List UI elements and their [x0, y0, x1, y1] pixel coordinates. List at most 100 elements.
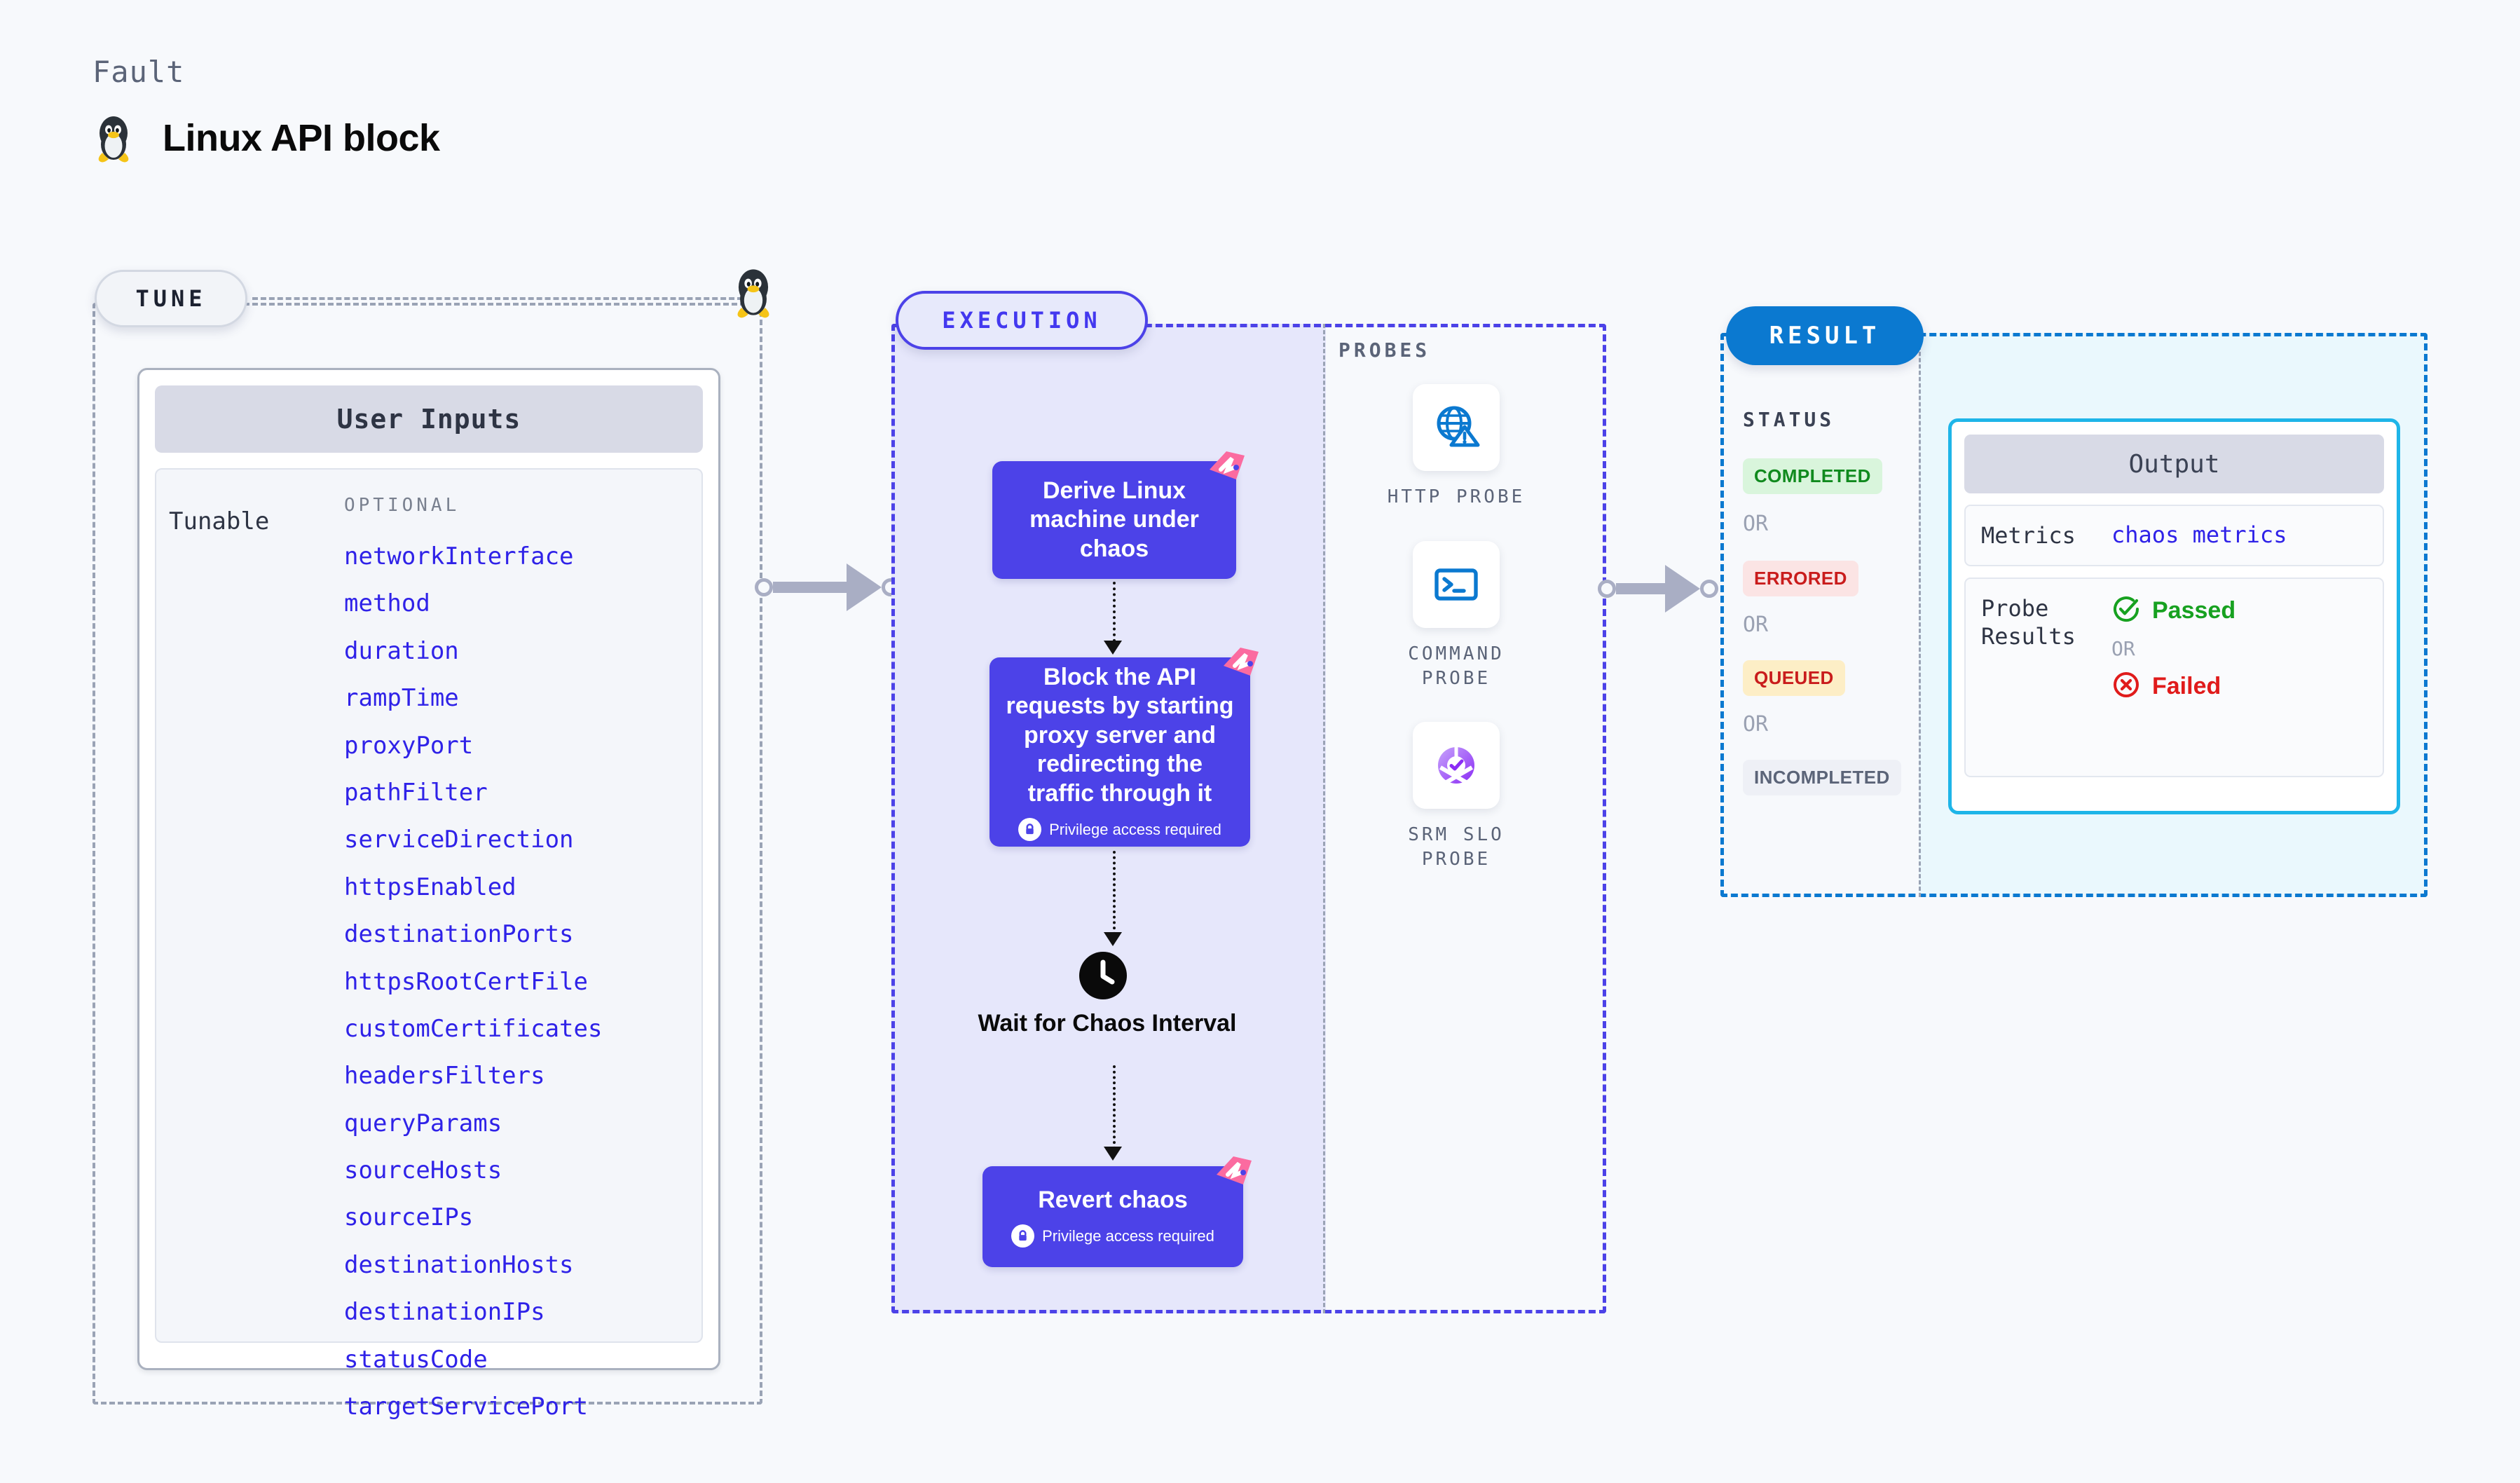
param-item[interactable]: method: [344, 589, 430, 618]
output-card: Output Metrics chaos metrics Probe Resul…: [1948, 418, 2400, 814]
privilege-text: Privilege access required: [1042, 1226, 1214, 1245]
status-label: STATUS: [1743, 408, 1835, 431]
param-item[interactable]: pathFilter: [344, 778, 488, 807]
param-item[interactable]: sourceHosts: [344, 1156, 502, 1185]
status-badge-incompleted: INCOMPLETED: [1743, 760, 1901, 795]
probe-http[interactable]: HTTP PROBE: [1369, 384, 1544, 510]
node-title: Block the API requests by starting proxy…: [1006, 663, 1234, 807]
lock-icon: [1018, 818, 1042, 842]
terminal-icon: [1413, 541, 1500, 628]
passed-label: Passed: [2152, 597, 2236, 624]
result-status-background: [1720, 333, 1919, 897]
param-item[interactable]: destinationHosts: [344, 1250, 574, 1279]
failed-label: Failed: [2152, 673, 2221, 699]
probe-srm-slo[interactable]: SRM SLO PROBE: [1369, 722, 1544, 872]
execution-region: [891, 324, 1606, 1313]
litmus-badge-icon: [1212, 1151, 1259, 1197]
probe-label: HTTP PROBE: [1387, 486, 1526, 507]
execution-node-derive[interactable]: Derive Linux machine under chaos: [992, 451, 1245, 579]
param-item[interactable]: customCertificates: [344, 1014, 603, 1043]
param-item[interactable]: queryParams: [344, 1109, 502, 1137]
page-title: Linux API block: [163, 117, 440, 159]
user-inputs-card: User Inputs Tunable OPTIONAL networkInte…: [137, 368, 720, 1420]
probes-divider: [1323, 324, 1325, 1313]
check-circle-icon: [2111, 594, 2141, 627]
result-divider: [1919, 333, 1921, 897]
flow-arrow-head: [1104, 932, 1122, 946]
flow-arrow-head: [1104, 1147, 1122, 1161]
tune-connector-line: [252, 297, 743, 300]
probe-result-passed: Passed: [2111, 594, 2235, 627]
privilege-text: Privilege access required: [1049, 820, 1221, 838]
probe-result-or: OR: [2111, 637, 2135, 660]
param-item[interactable]: serviceDirection: [344, 826, 574, 854]
probe-label: SRM SLO PROBE: [1408, 824, 1505, 870]
connector-execution-to-result: [1598, 565, 1718, 613]
clock-icon: [1078, 950, 1128, 1001]
probe-results-values: Passed OR Failed: [2111, 594, 2235, 760]
node-title: Revert chaos: [1038, 1186, 1188, 1213]
status-or-label: OR: [1743, 613, 1769, 637]
param-item[interactable]: httpsRootCertFile: [344, 967, 588, 996]
status-badge-completed: COMPLETED: [1743, 458, 1882, 494]
param-item[interactable]: proxyPort: [344, 731, 474, 760]
linux-penguin-icon: [93, 112, 135, 164]
privilege-badge: Privilege access required: [1018, 818, 1221, 842]
status-badge-queued: QUEUED: [1743, 660, 1845, 696]
probe-label: COMMAND PROBE: [1408, 643, 1505, 690]
connector-tune-to-execution: [755, 563, 900, 611]
probes-section-label: PROBES: [1338, 339, 1431, 362]
privilege-badge: Privilege access required: [1011, 1224, 1214, 1248]
probe-command[interactable]: COMMAND PROBE: [1369, 541, 1544, 691]
result-pill[interactable]: RESULT: [1726, 306, 1924, 365]
param-item[interactable]: destinationIPs: [344, 1298, 545, 1327]
status-or-label: OR: [1743, 512, 1769, 536]
probe-results-key: Probe Results: [1981, 595, 2076, 650]
linux-penguin-node-icon: [731, 265, 776, 323]
execution-pill[interactable]: EXECUTION: [896, 291, 1148, 350]
tunable-params-column: OPTIONAL networkInterface method duratio…: [344, 495, 694, 1420]
litmus-badge-icon: [1205, 446, 1252, 492]
param-item[interactable]: statusCode: [344, 1345, 488, 1374]
tune-region: [93, 303, 762, 1405]
connector-arrow-head: [1665, 565, 1700, 613]
execution-node-revert-chaos[interactable]: Revert chaos Privilege access required: [982, 1156, 1252, 1267]
param-item[interactable]: targetServicePort: [344, 1393, 588, 1421]
connector-end-dot: [1700, 580, 1718, 598]
flow-arrow-head: [1104, 641, 1122, 655]
param-item[interactable]: duration: [344, 636, 459, 665]
x-circle-icon: [2111, 670, 2141, 703]
node-title: Derive Linux machine under chaos: [1029, 477, 1199, 562]
connector-bar: [773, 582, 847, 593]
lock-icon: [1011, 1224, 1035, 1248]
globe-warning-icon: [1413, 384, 1500, 471]
connector-arrow-head: [847, 563, 882, 611]
param-item[interactable]: networkInterface: [344, 542, 574, 570]
page-title-row: Linux API block: [93, 112, 440, 164]
result-region: [1720, 333, 2427, 897]
metrics-value[interactable]: chaos metrics: [2111, 521, 2287, 548]
flow-arrow-line: [1113, 1065, 1116, 1149]
probe-result-failed: Failed: [2111, 670, 2235, 703]
optional-label: OPTIONAL: [344, 495, 460, 516]
output-row-metrics: Metrics chaos metrics: [1964, 505, 2384, 566]
litmus-badge-icon: [1219, 642, 1266, 688]
slo-donut-check-icon: [1413, 722, 1500, 809]
param-item[interactable]: destinationPorts: [344, 920, 574, 949]
user-inputs-title: User Inputs: [155, 385, 703, 453]
param-item[interactable]: sourceIPs: [344, 1203, 474, 1232]
output-row-probe-results: Probe Results Passed OR: [1964, 578, 2384, 777]
fault-kicker: Fault: [93, 55, 185, 89]
flow-arrow-line: [1113, 582, 1116, 642]
execution-node-block-api[interactable]: Block the API requests by starting proxy…: [989, 648, 1259, 847]
connector-bar: [1616, 583, 1665, 594]
param-item[interactable]: rampTime: [344, 684, 459, 713]
tunable-box: Tunable OPTIONAL networkInterface method…: [155, 468, 703, 1420]
tune-pill[interactable]: TUNE: [95, 270, 247, 327]
connector-start-dot: [1598, 580, 1616, 598]
metrics-key: Metrics: [1981, 522, 2076, 549]
param-item[interactable]: httpsEnabled: [344, 873, 516, 901]
status-badge-errored: ERRORED: [1743, 561, 1858, 596]
param-item[interactable]: headersFilters: [344, 1062, 545, 1091]
flow-arrow-line: [1113, 851, 1116, 935]
